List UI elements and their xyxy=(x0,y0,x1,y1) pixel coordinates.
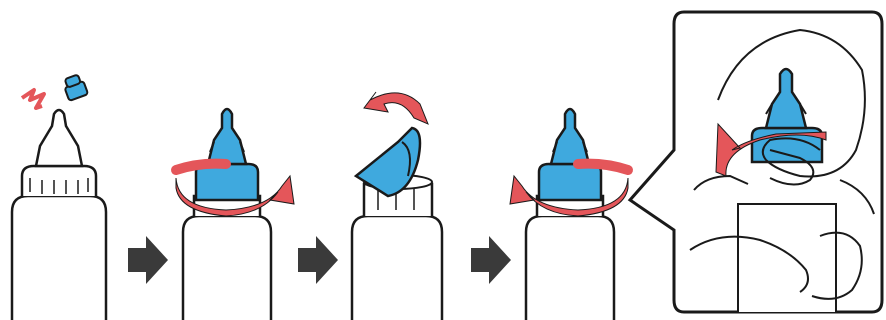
arrow-right-icon xyxy=(298,236,338,284)
arrow-right-icon xyxy=(471,236,511,284)
step-2-bottle xyxy=(176,109,294,320)
bottle-nozzle xyxy=(36,110,82,166)
blue-cap xyxy=(196,164,258,200)
snap-burst-icon xyxy=(22,90,44,108)
tip-cap-icon xyxy=(62,73,88,101)
step-3-bottle xyxy=(352,92,442,320)
blue-nozzle xyxy=(208,109,246,164)
bottle-body xyxy=(12,196,106,320)
step-1-bottle xyxy=(12,73,106,320)
step-4-bottle xyxy=(510,109,628,320)
step-5-callout xyxy=(630,12,882,312)
arrow-right-icon xyxy=(128,236,168,284)
bottle-neck xyxy=(22,166,96,196)
peel-arrow-icon xyxy=(364,92,428,124)
